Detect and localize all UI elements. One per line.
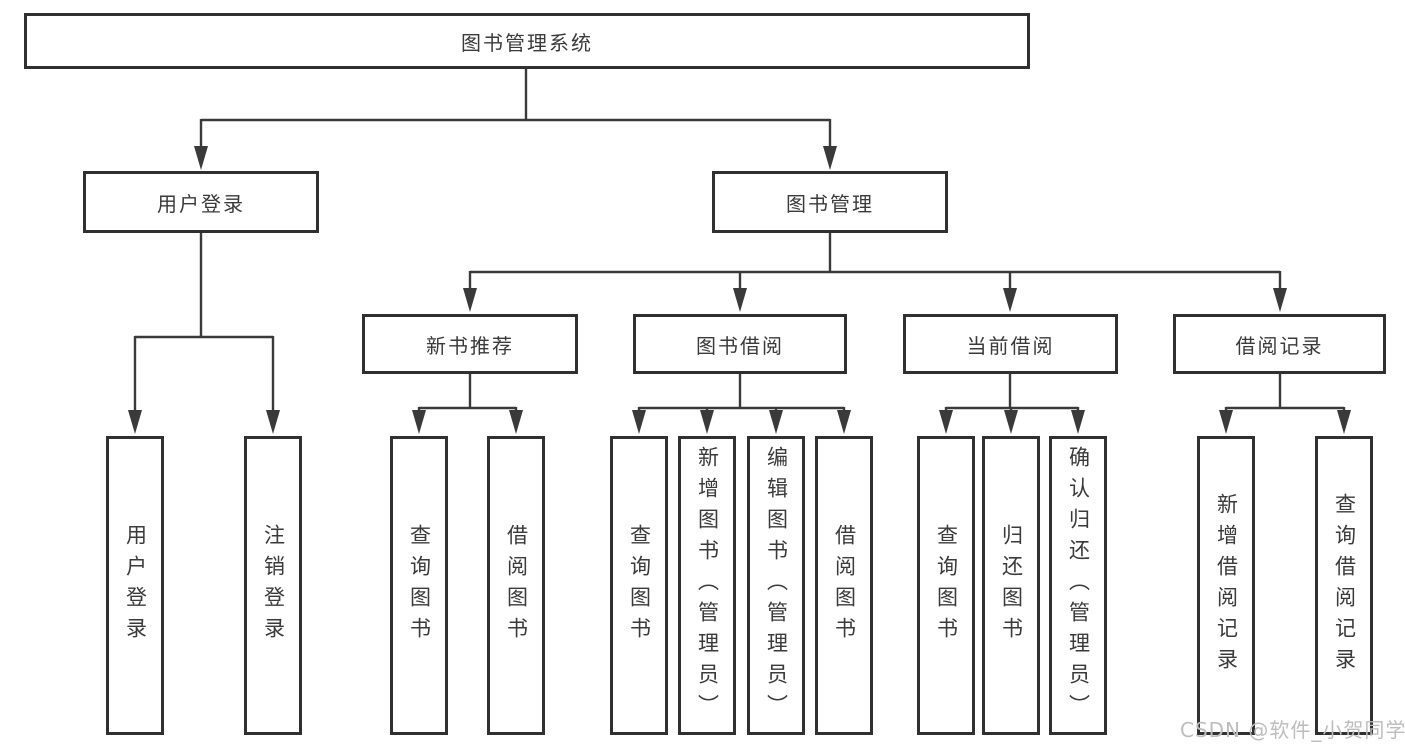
leaf-edit-book-admin: 编辑图书（管理员） [747, 436, 805, 735]
leaf-query-books-recommend: 查询图书 [390, 436, 448, 735]
node-user-login: 用户登录 [83, 171, 319, 233]
connector-current-borrow-to-leaves [944, 374, 1080, 416]
arrow-down-icon [823, 146, 837, 170]
arrow-down-icon [412, 410, 426, 434]
arrow-down-icon [769, 410, 783, 434]
leaf-confirm-return-admin: 确认归还（管理员） [1049, 436, 1107, 735]
node-current-borrow: 当前借阅 [903, 314, 1118, 374]
connector-root-to-level2 [199, 69, 832, 150]
arrow-down-icon [1003, 288, 1017, 312]
arrow-down-icon [509, 410, 523, 434]
arrow-down-icon [266, 410, 280, 434]
leaf-query-borrow-record: 查询借阅记录 [1315, 436, 1373, 735]
leaf-add-borrow-record: 新增借阅记录 [1197, 436, 1255, 735]
arrow-down-icon [1273, 288, 1287, 312]
arrow-down-icon [128, 410, 142, 434]
arrow-down-icon [733, 288, 747, 312]
node-new-book-recommend: 新书推荐 [362, 314, 578, 374]
leaf-user-login: 用户登录 [106, 436, 164, 735]
arrow-down-icon [194, 146, 208, 170]
arrow-down-icon [1219, 410, 1233, 434]
node-book-borrow: 图书借阅 [633, 314, 847, 374]
connector-new-book-recommend-to-leaves [417, 374, 518, 416]
leaf-query-books-current: 查询图书 [917, 436, 975, 735]
arrow-down-icon [837, 410, 851, 434]
leaf-return-book: 归还图书 [982, 436, 1040, 735]
leaf-query-books-borrow: 查询图书 [610, 436, 668, 735]
connector-book-management-to-level3 [468, 233, 1282, 292]
arrow-down-icon [632, 410, 646, 434]
connector-book-borrow-to-leaves [637, 374, 846, 416]
node-root: 图书管理系统 [24, 13, 1030, 69]
arrow-down-icon [700, 410, 714, 434]
arrow-down-icon [1337, 410, 1351, 434]
leaf-borrow-books-recommend: 借阅图书 [487, 436, 545, 735]
arrow-down-icon [463, 288, 477, 312]
arrow-down-icon [1004, 410, 1018, 434]
leaf-logout: 注销登录 [244, 436, 302, 735]
arrow-down-icon [1071, 410, 1085, 434]
leaf-borrow-books: 借阅图书 [815, 436, 873, 735]
leaf-add-book-admin: 新增图书（管理员） [678, 436, 736, 735]
connector-borrow-records-to-leaves [1224, 374, 1346, 416]
node-book-management: 图书管理 [712, 171, 948, 233]
arrow-down-icon [939, 410, 953, 434]
node-borrow-records: 借阅记录 [1173, 314, 1386, 374]
connector-user-login-to-leaves [133, 233, 275, 414]
watermark: CSDN @软件_小贺同学 [1180, 718, 1405, 742]
